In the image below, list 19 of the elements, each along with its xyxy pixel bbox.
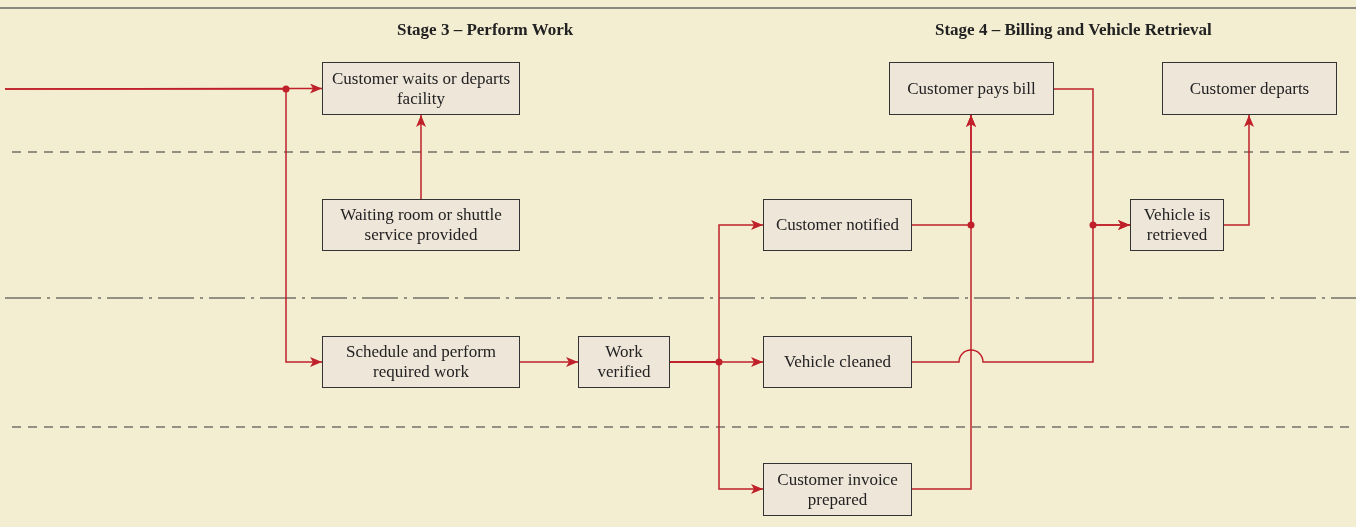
arrow [1223,114,1254,226]
arrow [669,361,764,494]
process-box: Customer invoice prepared [763,463,912,516]
arrow [911,220,1131,363]
arrow [416,114,426,200]
arrow [911,114,976,490]
arrow [519,357,579,367]
stage-heading: Stage 4 – Billing and Vehicle Retrieval [935,20,1212,40]
process-box: Waiting room or shuttle service provided [322,199,520,251]
process-box: Work verified [578,336,670,388]
stage-heading: Stage 3 – Perform Work [397,20,574,40]
process-box: Vehicle cleaned [763,336,912,388]
process-box: Schedule and perform required work [322,336,520,388]
process-box: Vehicle is retrieved [1130,199,1224,251]
process-box: Customer pays bill [889,62,1054,115]
process-box: Customer departs [1162,62,1337,115]
process-box: Customer notified [763,199,912,251]
process-box: Customer waits or departs facility [322,62,520,115]
arrow [4,88,323,367]
